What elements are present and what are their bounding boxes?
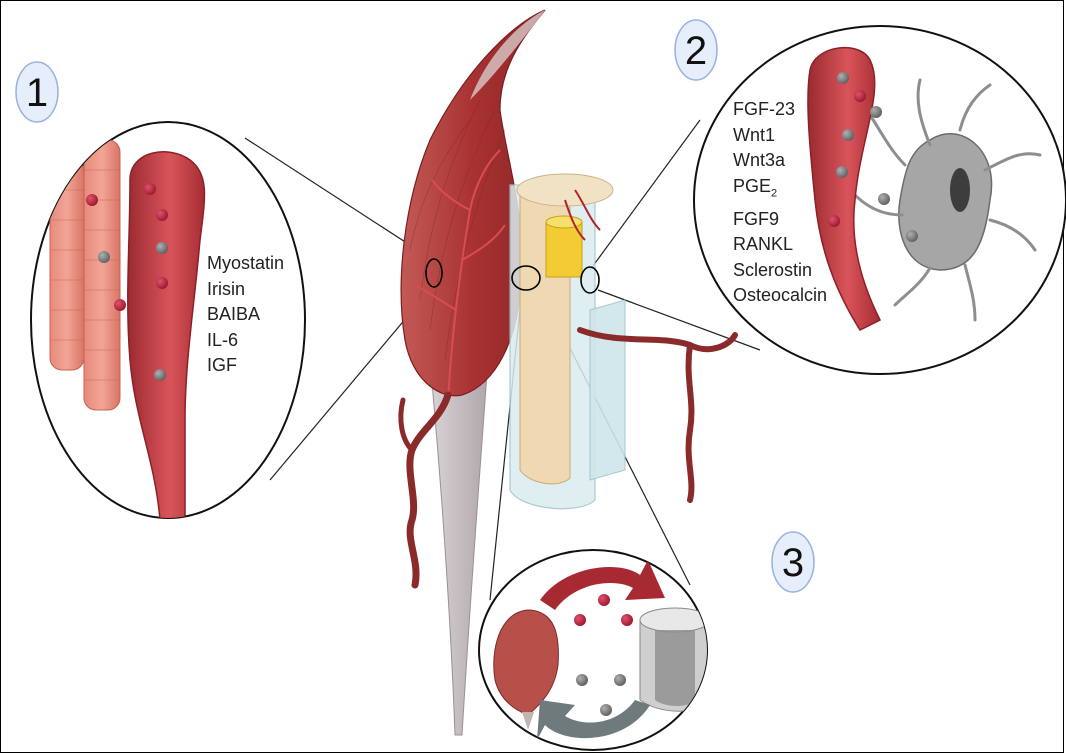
molecule-red [854, 90, 866, 102]
molecule-label: RANKL [733, 232, 827, 258]
badge-3-number: 3 [782, 541, 804, 585]
molecule-label-pge: PGE2 [733, 174, 827, 207]
panel-2-molecule-list: FGF-23 Wnt1 Wnt3a PGE2 FGF9 RANKL Sclero… [733, 97, 827, 309]
molecule-label: FGF-23 [733, 97, 827, 123]
molecule-red [144, 183, 156, 195]
molecule-red [156, 209, 168, 221]
molecule-label: Sclerostin [733, 258, 827, 284]
molecule-label: IL-6 [207, 328, 284, 354]
molecule-red [86, 194, 98, 206]
muscle-fibers [50, 140, 120, 410]
molecule-label: Irisin [207, 277, 284, 303]
molecule-red [621, 614, 633, 626]
panel-3-zoom [479, 550, 710, 750]
molecule-grey [836, 166, 848, 178]
molecule-grey [576, 674, 588, 686]
molecule-label: FGF9 [733, 207, 827, 233]
bone-structure [510, 174, 625, 509]
molecule-red [828, 215, 840, 227]
badge-1-number: 1 [26, 71, 48, 115]
molecule-grey [600, 704, 612, 716]
molecule-label: Wnt1 [733, 123, 827, 149]
molecule-grey [837, 72, 849, 84]
molecule-grey [870, 106, 882, 118]
molecule-grey [98, 251, 110, 263]
molecule-label: BAIBA [207, 302, 284, 328]
molecule-label: Myostatin [207, 251, 284, 277]
molecule-red [114, 299, 126, 311]
molecule-grey [878, 193, 890, 205]
molecule-grey [154, 369, 166, 381]
molecule-label: Wnt3a [733, 148, 827, 174]
badge-3: 3 [772, 532, 814, 592]
molecule-red [156, 277, 168, 289]
molecule-grey [906, 230, 918, 242]
badge-2: 2 [675, 20, 717, 80]
badge-2-number: 2 [685, 29, 707, 73]
molecule-grey [156, 242, 168, 254]
panel-1-molecule-list: Myostatin Irisin BAIBA IL-6 IGF [207, 251, 284, 379]
muscle-sheen [470, 10, 545, 100]
molecule-red [574, 614, 586, 626]
molecule-grey [614, 674, 626, 686]
molecule-label: Osteocalcin [733, 283, 827, 309]
badge-1: 1 [16, 62, 58, 122]
molecule-label: IGF [207, 353, 284, 379]
small-bone-icon [640, 608, 710, 711]
molecule-grey [842, 129, 854, 141]
molecule-red [598, 594, 610, 606]
